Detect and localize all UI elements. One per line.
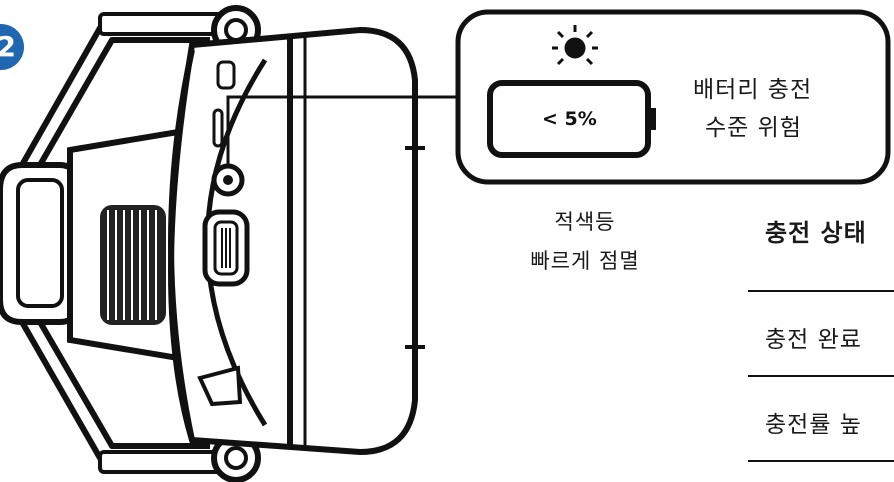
table-header: 충전 상태	[765, 218, 867, 247]
callout-leader-line	[226, 95, 460, 166]
battery-icon	[487, 80, 656, 158]
battery-level-label: < 5%	[542, 108, 597, 130]
blink-sun-icon	[552, 25, 598, 66]
table-divider	[748, 375, 894, 377]
slide-switch	[197, 365, 243, 407]
callout-text-line2: 수준 위험	[705, 115, 802, 141]
table-divider	[748, 460, 894, 462]
microphone-slot	[212, 108, 224, 148]
led-caption-line1: 적색등	[554, 210, 616, 234]
table-divider	[748, 290, 894, 292]
led-caption-line2: 빠르게 점멸	[530, 249, 640, 273]
table-row: 충전 완료	[765, 327, 862, 353]
bluetooth-button	[216, 60, 236, 90]
adjustment-knob	[100, 205, 166, 325]
table-row: 충전률 높	[765, 412, 862, 438]
callout-text-line1: 배터리 충전	[693, 77, 813, 103]
